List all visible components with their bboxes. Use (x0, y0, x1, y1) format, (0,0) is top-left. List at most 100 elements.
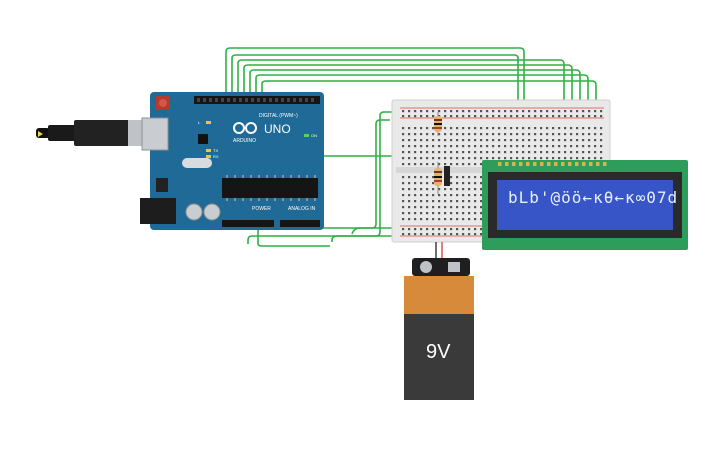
breadboard-hole[interactable] (492, 151, 495, 154)
breadboard-hole[interactable] (594, 139, 597, 142)
breadboard-hole[interactable] (552, 157, 555, 160)
breadboard-hole[interactable] (564, 145, 567, 148)
breadboard-hole[interactable] (480, 133, 483, 136)
breadboard-hole[interactable] (474, 139, 477, 142)
breadboard-hole[interactable] (510, 115, 513, 118)
breadboard-hole[interactable] (426, 188, 429, 191)
breadboard-hole[interactable] (438, 110, 441, 113)
breadboard-hole[interactable] (576, 157, 579, 160)
breadboard-hole[interactable] (588, 133, 591, 136)
breadboard-hole[interactable] (420, 206, 423, 209)
breadboard-hole[interactable] (570, 151, 573, 154)
wire-vcc[interactable] (261, 80, 597, 160)
breadboard-hole[interactable] (456, 133, 459, 136)
breadboard-hole[interactable] (414, 157, 417, 160)
breadboard-hole[interactable] (450, 233, 453, 236)
breadboard-hole[interactable] (474, 206, 477, 209)
breadboard-hole[interactable] (594, 133, 597, 136)
wire-d13[interactable] (225, 47, 525, 160)
breadboard-hole[interactable] (450, 182, 453, 185)
breadboard-hole[interactable] (408, 212, 411, 215)
breadboard-hole[interactable] (582, 110, 585, 113)
breadboard-hole[interactable] (480, 157, 483, 160)
breadboard-hole[interactable] (462, 194, 465, 197)
breadboard-hole[interactable] (552, 139, 555, 142)
breadboard-hole[interactable] (426, 206, 429, 209)
breadboard-hole[interactable] (468, 200, 471, 203)
breadboard-hole[interactable] (516, 151, 519, 154)
breadboard-hole[interactable] (444, 233, 447, 236)
breadboard-hole[interactable] (450, 176, 453, 179)
breadboard-hole[interactable] (438, 163, 441, 166)
breadboard-hole[interactable] (468, 212, 471, 215)
breadboard-hole[interactable] (462, 218, 465, 221)
breadboard-hole[interactable] (432, 233, 435, 236)
lcd-pin[interactable] (533, 162, 537, 166)
breadboard-hole[interactable] (426, 194, 429, 197)
breadboard-hole[interactable] (594, 127, 597, 130)
breadboard-hole[interactable] (420, 163, 423, 166)
breadboard-hole[interactable] (456, 182, 459, 185)
breadboard-hole[interactable] (462, 176, 465, 179)
breadboard-hole[interactable] (438, 157, 441, 160)
breadboard-hole[interactable] (420, 133, 423, 136)
breadboard-hole[interactable] (450, 127, 453, 130)
breadboard-hole[interactable] (480, 163, 483, 166)
breadboard-hole[interactable] (402, 110, 405, 113)
breadboard-hole[interactable] (552, 115, 555, 118)
breadboard-hole[interactable] (600, 145, 603, 148)
breadboard-hole[interactable] (426, 228, 429, 231)
breadboard-hole[interactable] (564, 127, 567, 130)
breadboard-hole[interactable] (564, 133, 567, 136)
breadboard-hole[interactable] (480, 139, 483, 142)
breadboard-hole[interactable] (444, 228, 447, 231)
breadboard-hole[interactable] (450, 218, 453, 221)
breadboard-hole[interactable] (402, 176, 405, 179)
breadboard-hole[interactable] (522, 127, 525, 130)
breadboard-hole[interactable] (444, 188, 447, 191)
breadboard-hole[interactable] (402, 145, 405, 148)
breadboard-hole[interactable] (408, 133, 411, 136)
breadboard-hole[interactable] (414, 228, 417, 231)
battery-9v[interactable]: 9V (404, 258, 474, 400)
breadboard-hole[interactable] (510, 110, 513, 113)
breadboard-hole[interactable] (438, 200, 441, 203)
breadboard-hole[interactable] (402, 157, 405, 160)
breadboard-hole[interactable] (408, 182, 411, 185)
breadboard-hole[interactable] (408, 127, 411, 130)
breadboard-hole[interactable] (546, 157, 549, 160)
breadboard-hole[interactable] (540, 133, 543, 136)
breadboard-hole[interactable] (570, 157, 573, 160)
breadboard-hole[interactable] (420, 127, 423, 130)
breadboard-hole[interactable] (516, 133, 519, 136)
breadboard-hole[interactable] (432, 157, 435, 160)
breadboard-hole[interactable] (474, 127, 477, 130)
breadboard-hole[interactable] (408, 228, 411, 231)
breadboard-hole[interactable] (438, 151, 441, 154)
breadboard-hole[interactable] (432, 115, 435, 118)
breadboard-hole[interactable] (432, 163, 435, 166)
breadboard-hole[interactable] (486, 157, 489, 160)
breadboard-hole[interactable] (492, 157, 495, 160)
breadboard-hole[interactable] (402, 127, 405, 130)
breadboard-hole[interactable] (534, 157, 537, 160)
breadboard-hole[interactable] (456, 127, 459, 130)
breadboard-hole[interactable] (564, 115, 567, 118)
breadboard-hole[interactable] (486, 110, 489, 113)
breadboard-hole[interactable] (402, 212, 405, 215)
breadboard-hole[interactable] (432, 200, 435, 203)
breadboard-hole[interactable] (600, 133, 603, 136)
breadboard-hole[interactable] (444, 157, 447, 160)
breadboard-hole[interactable] (450, 157, 453, 160)
breadboard-hole[interactable] (528, 127, 531, 130)
breadboard-hole[interactable] (462, 163, 465, 166)
breadboard-hole[interactable] (402, 206, 405, 209)
breadboard-hole[interactable] (528, 139, 531, 142)
breadboard-hole[interactable] (408, 194, 411, 197)
breadboard-hole[interactable] (546, 151, 549, 154)
breadboard-hole[interactable] (408, 233, 411, 236)
breadboard-hole[interactable] (588, 151, 591, 154)
breadboard-hole[interactable] (414, 194, 417, 197)
breadboard-hole[interactable] (486, 133, 489, 136)
breadboard-hole[interactable] (420, 182, 423, 185)
